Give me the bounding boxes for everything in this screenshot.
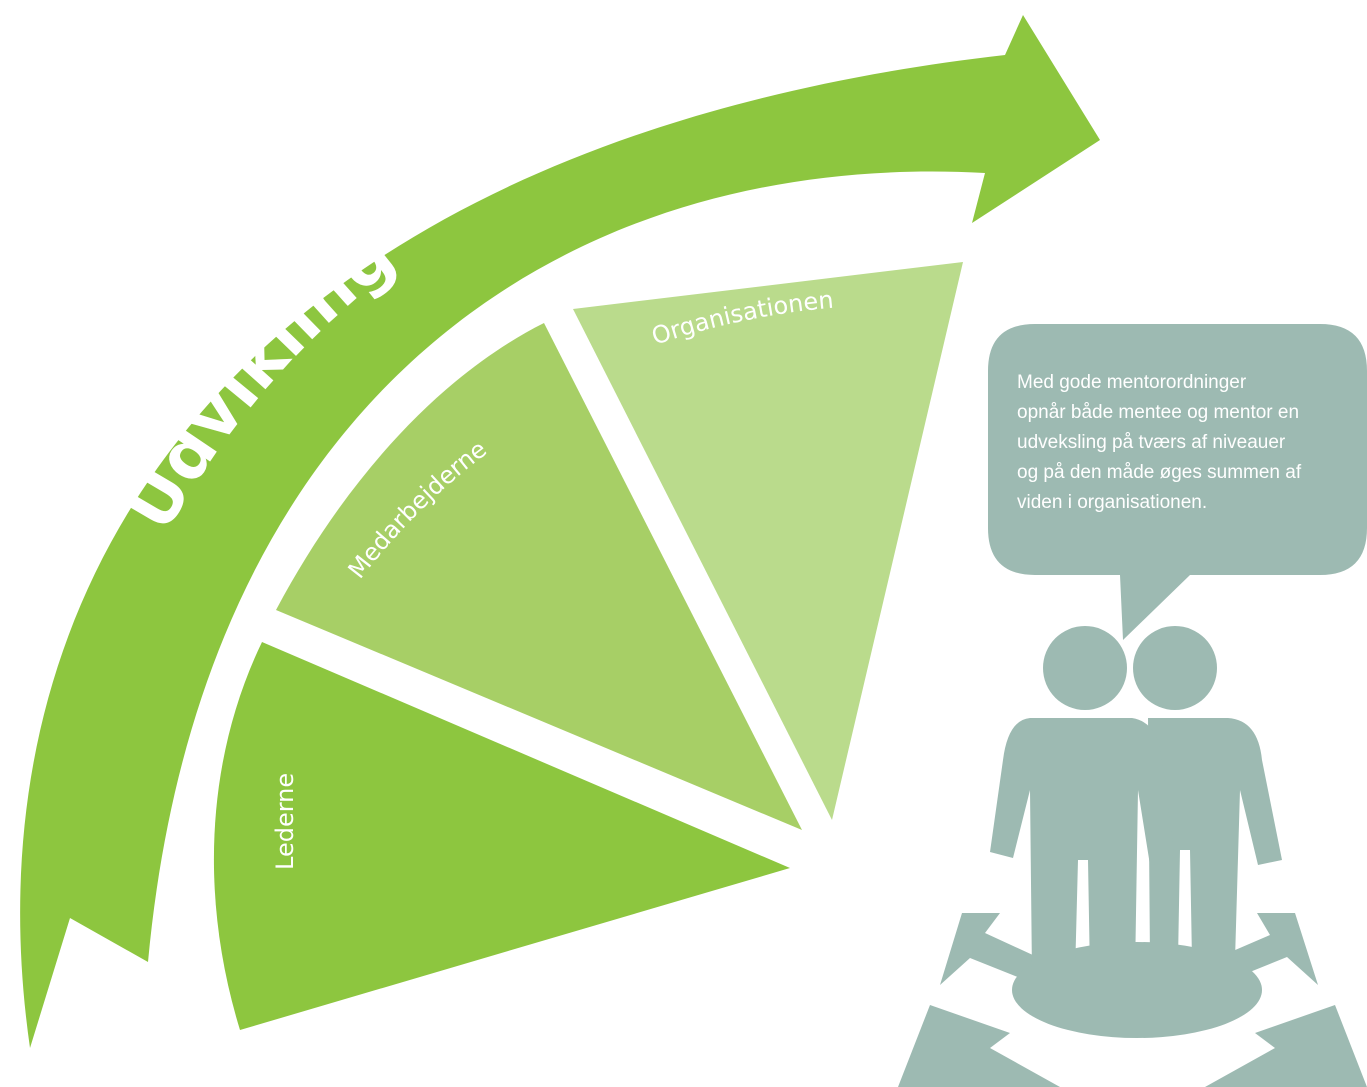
speech-bubble-line-5: viden i organisationen.: [1017, 492, 1208, 513]
person-right-head: [1133, 626, 1217, 710]
speech-bubble-line-1: Med gode mentorordninger: [1017, 372, 1247, 393]
segment-lederne-label: Lederne: [271, 773, 299, 870]
speech-bubble-line-2: opnår både mentee og mentor en: [1017, 402, 1300, 423]
crossroad-arrow-left-bottom: [898, 1005, 1060, 1087]
person-right-body: [1148, 718, 1282, 960]
two-people-crossroads-icon: [898, 626, 1367, 1087]
speech-bubble-text: Med gode mentorordninger opnår både ment…: [1017, 368, 1352, 518]
crossroad-arrow-left-top: [940, 913, 1048, 985]
segment-organisationen: Organisationen: [573, 262, 963, 820]
segment-medarbejderne-shape: [276, 323, 802, 830]
person-left-body: [990, 718, 1175, 975]
segment-lederne-shape: [213, 642, 791, 1030]
development-arrow-body: [20, 15, 1101, 1048]
person-left-head: [1043, 626, 1127, 710]
speech-bubble-line-4: og på den måde øges summen af: [1017, 462, 1302, 483]
crossroad-arrow-right-bottom: [1205, 1005, 1367, 1087]
speech-bubble-shape: [988, 324, 1367, 640]
segment-medarbejderne: Medarbejderne: [276, 323, 802, 830]
speech-bubble-line-3: udveksling på tværs af niveauer: [1017, 432, 1286, 453]
speech-bubble: [988, 324, 1367, 640]
segment-organisationen-shape: [573, 262, 963, 820]
segment-lederne: Lederne: [213, 642, 791, 1030]
